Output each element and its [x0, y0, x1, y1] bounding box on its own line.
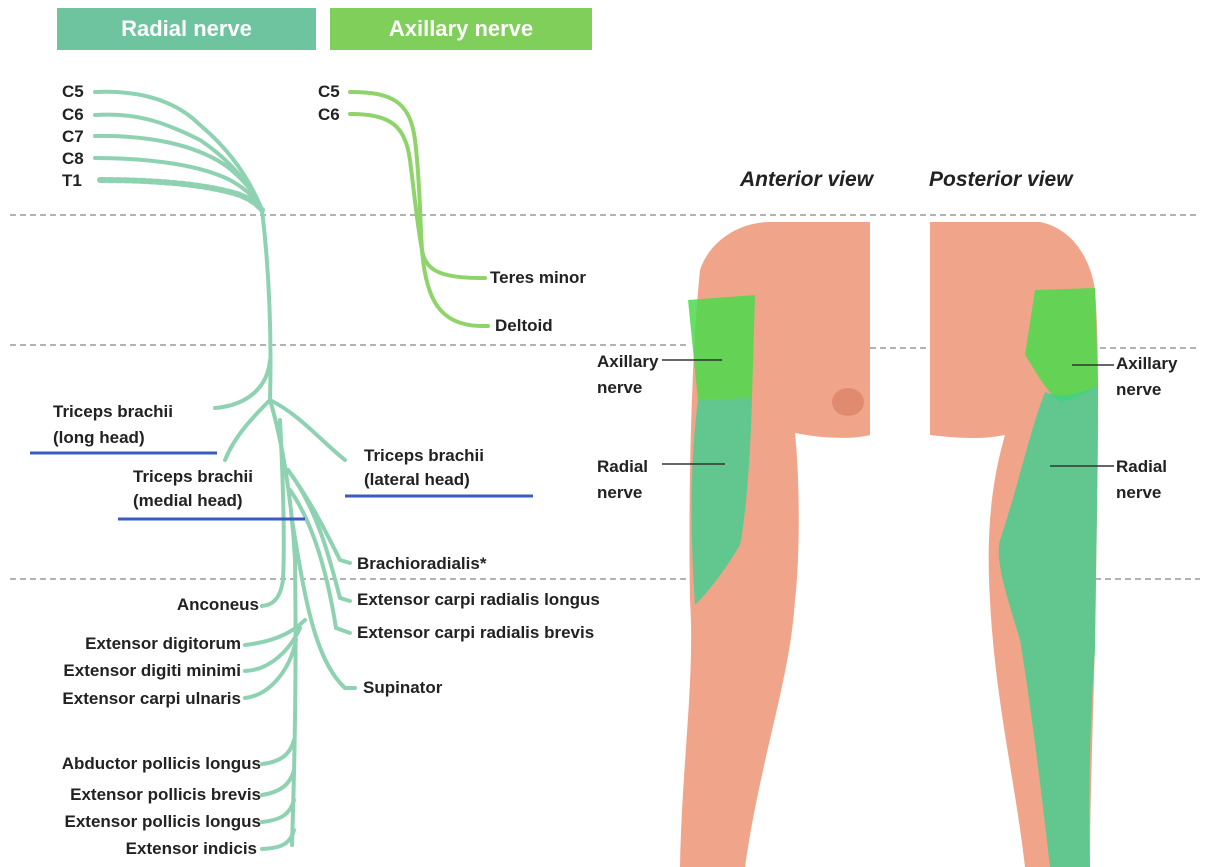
label-ecrb: Extensor carpi radialis brevis	[357, 623, 594, 643]
label-abd-pollicis-longus: Abductor pollicis longus	[62, 754, 261, 774]
label-deltoid: Deltoid	[495, 316, 553, 336]
anterior-radial-label-1: Radial	[597, 457, 648, 477]
radial-root-c5: C5	[62, 82, 84, 102]
anterior-axillary-label-2: nerve	[597, 378, 642, 398]
radial-root-c6: C6	[62, 105, 84, 125]
posterior-radial-label-1: Radial	[1116, 457, 1167, 477]
label-brachioradialis: Brachioradialis*	[357, 554, 486, 574]
anterior-view-title: Anterior view	[740, 168, 873, 192]
label-ext-digiti-minimi: Extensor digiti minimi	[63, 661, 241, 681]
anterior-arm-illustration	[662, 222, 870, 867]
radial-root-t1: T1	[62, 171, 82, 191]
axillary-root-c6: C6	[318, 105, 340, 125]
label-anconeus: Anconeus	[177, 595, 259, 615]
posterior-axillary-label-1: Axillary	[1116, 354, 1177, 374]
label-ext-pollicis-longus: Extensor pollicis longus	[65, 812, 261, 832]
posterior-radial-label-2: nerve	[1116, 483, 1161, 503]
anterior-radial-label-2: nerve	[597, 483, 642, 503]
label-ext-digitorum: Extensor digitorum	[85, 634, 241, 654]
label-ext-carpi-ulnaris: Extensor carpi ulnaris	[62, 689, 241, 709]
label-triceps-lateral-1: Triceps brachii	[364, 446, 484, 466]
posterior-axillary-label-2: nerve	[1116, 380, 1161, 400]
label-teres-minor: Teres minor	[490, 268, 586, 288]
posterior-view-title: Posterior view	[929, 168, 1073, 192]
label-triceps-lateral-2: (lateral head)	[364, 470, 470, 490]
axillary-nerve-tree	[350, 92, 488, 326]
anterior-axillary-label-1: Axillary	[597, 352, 658, 372]
radial-root-c8: C8	[62, 149, 84, 169]
label-ext-indicis: Extensor indicis	[126, 839, 257, 859]
label-triceps-long-2: (long head)	[53, 428, 145, 448]
label-triceps-medial-1: Triceps brachii	[133, 467, 253, 487]
axillary-root-c5: C5	[318, 82, 340, 102]
label-triceps-medial-2: (medial head)	[133, 491, 243, 511]
label-ext-pollicis-brevis: Extensor pollicis brevis	[70, 785, 261, 805]
label-ecrl: Extensor carpi radialis longus	[357, 590, 600, 610]
label-triceps-long-1: Triceps brachii	[53, 402, 173, 422]
radial-root-c7: C7	[62, 127, 84, 147]
posterior-arm-illustration	[930, 222, 1114, 867]
label-supinator: Supinator	[363, 678, 442, 698]
